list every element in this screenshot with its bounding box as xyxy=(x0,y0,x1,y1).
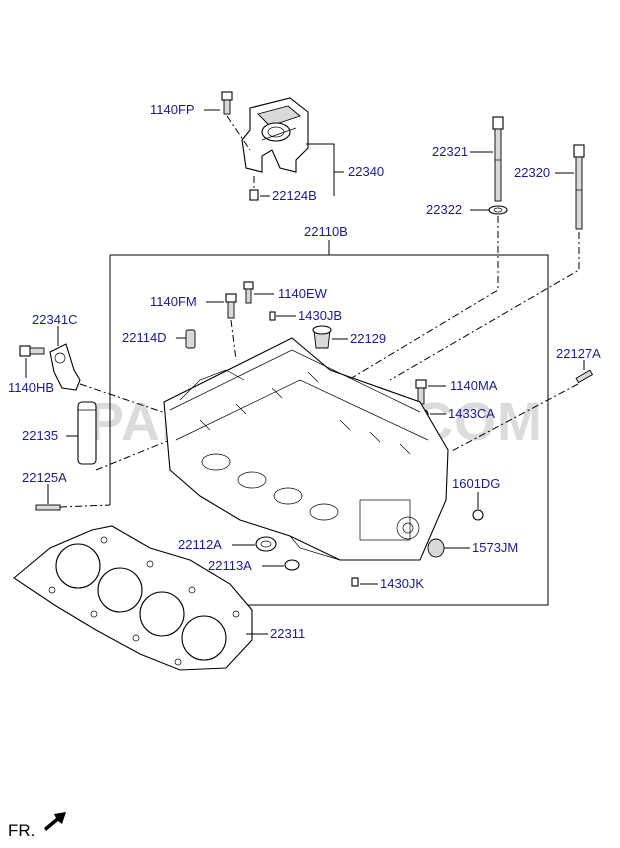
dash-1140FM xyxy=(230,319,237,361)
callout-22321: 22321 xyxy=(432,144,468,159)
callout-22320: 22320 xyxy=(514,165,550,180)
callout-22127A: 22127A xyxy=(556,346,601,361)
callout-22322: 22322 xyxy=(426,202,462,217)
callout-1430JB: 1430JB xyxy=(298,308,342,323)
bolt-1140FM xyxy=(225,293,237,319)
callout-22113A: 22113A xyxy=(208,558,252,573)
callout-labels: 1140FP 22340 22124B 22321 22320 22322 22… xyxy=(8,102,601,641)
callout-1140FM: 1140FM xyxy=(150,294,197,309)
plug-1601DG xyxy=(472,509,484,521)
sleeve-22114D xyxy=(185,329,196,349)
head-gasket-22311 xyxy=(13,525,253,671)
front-arrow-icon xyxy=(44,812,66,831)
callout-22340: 22340 xyxy=(348,164,384,179)
dash-22125A xyxy=(59,504,111,508)
callout-22124B: 22124B xyxy=(272,188,317,203)
bolt-1140FP xyxy=(221,91,233,115)
dash-22321 xyxy=(339,216,499,386)
bracket-22341C xyxy=(49,343,81,391)
pin-1430JB xyxy=(269,311,276,321)
callout-1140HB: 1140HB xyxy=(8,380,54,395)
dowel-22124B xyxy=(249,189,259,201)
callout-22311: 22311 xyxy=(270,626,305,641)
pin-1430JK xyxy=(351,577,359,587)
callout-22129: 22129 xyxy=(350,331,386,346)
leader-22340 xyxy=(306,143,344,173)
bolt-22321 xyxy=(492,116,504,202)
callout-1140MA: 1140MA xyxy=(450,378,498,393)
dash-22320 xyxy=(389,232,580,381)
seal-22129 xyxy=(312,325,332,349)
washer-22322 xyxy=(488,205,508,215)
seal-22113A xyxy=(284,559,300,571)
callout-22135: 22135 xyxy=(22,428,58,443)
dash-22127A xyxy=(449,383,579,453)
callout-1140FP: 1140FP xyxy=(150,102,195,117)
callout-1433CA: 1433CA xyxy=(448,406,495,421)
plug-1573JM xyxy=(427,538,445,558)
callout-1601DG: 1601DG xyxy=(452,476,500,491)
dash-22135 xyxy=(95,439,171,471)
callout-22125A: 22125A xyxy=(22,470,67,485)
callout-22112A: 22112A xyxy=(178,537,222,552)
bolt-1140EW xyxy=(243,281,254,304)
dash-1140FP xyxy=(226,115,251,151)
bolt-1140HB xyxy=(19,345,45,357)
cylinder-head-22110B xyxy=(163,337,449,561)
sleeve-22135 xyxy=(77,401,97,465)
callout-1430JK: 1430JK xyxy=(380,576,424,591)
stud-22125A xyxy=(35,504,61,511)
seal-22112A xyxy=(255,536,277,552)
pin-22127A xyxy=(575,369,594,384)
direction-label: FR. xyxy=(8,821,35,840)
bracket-22340 xyxy=(241,97,309,173)
bolt-22320 xyxy=(573,144,585,230)
callout-22341C: 22341C xyxy=(32,312,78,327)
callout-22110B: 22110B xyxy=(304,224,348,239)
callout-22114D: 22114D xyxy=(122,330,167,345)
callout-1140EW: 1140EW xyxy=(278,286,328,301)
callout-1573JM: 1573JM xyxy=(472,540,518,555)
